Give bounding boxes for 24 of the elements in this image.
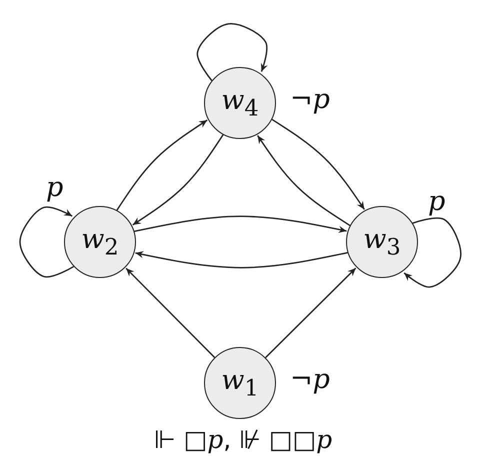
arrow xyxy=(272,118,365,210)
valuation-label: p xyxy=(428,188,446,215)
world-circle xyxy=(204,347,276,419)
valuation-label: ¬p xyxy=(290,86,330,113)
arrow xyxy=(257,135,350,226)
arrow xyxy=(134,216,347,233)
arrow xyxy=(404,217,462,288)
world-circle xyxy=(64,206,136,278)
world-circle xyxy=(346,206,418,278)
arrow xyxy=(19,206,74,278)
arrow xyxy=(132,134,224,226)
world-label: w$_{3}$ xyxy=(363,224,401,260)
arrow xyxy=(196,23,268,82)
world-label: w$_{2}$ xyxy=(81,224,119,260)
arrow xyxy=(265,268,356,358)
valuation-label: p xyxy=(46,174,64,201)
world-label: w$_{4}$ xyxy=(221,84,259,122)
world-circle xyxy=(204,67,276,139)
arrow xyxy=(126,268,216,358)
arrow xyxy=(135,251,348,268)
forcing-statement: ⊩ □p, ⊮ □□p xyxy=(154,427,332,452)
world-label: w$_{1}$ xyxy=(221,364,259,402)
arrow xyxy=(116,120,208,211)
valuation-label: ¬p xyxy=(290,366,330,393)
